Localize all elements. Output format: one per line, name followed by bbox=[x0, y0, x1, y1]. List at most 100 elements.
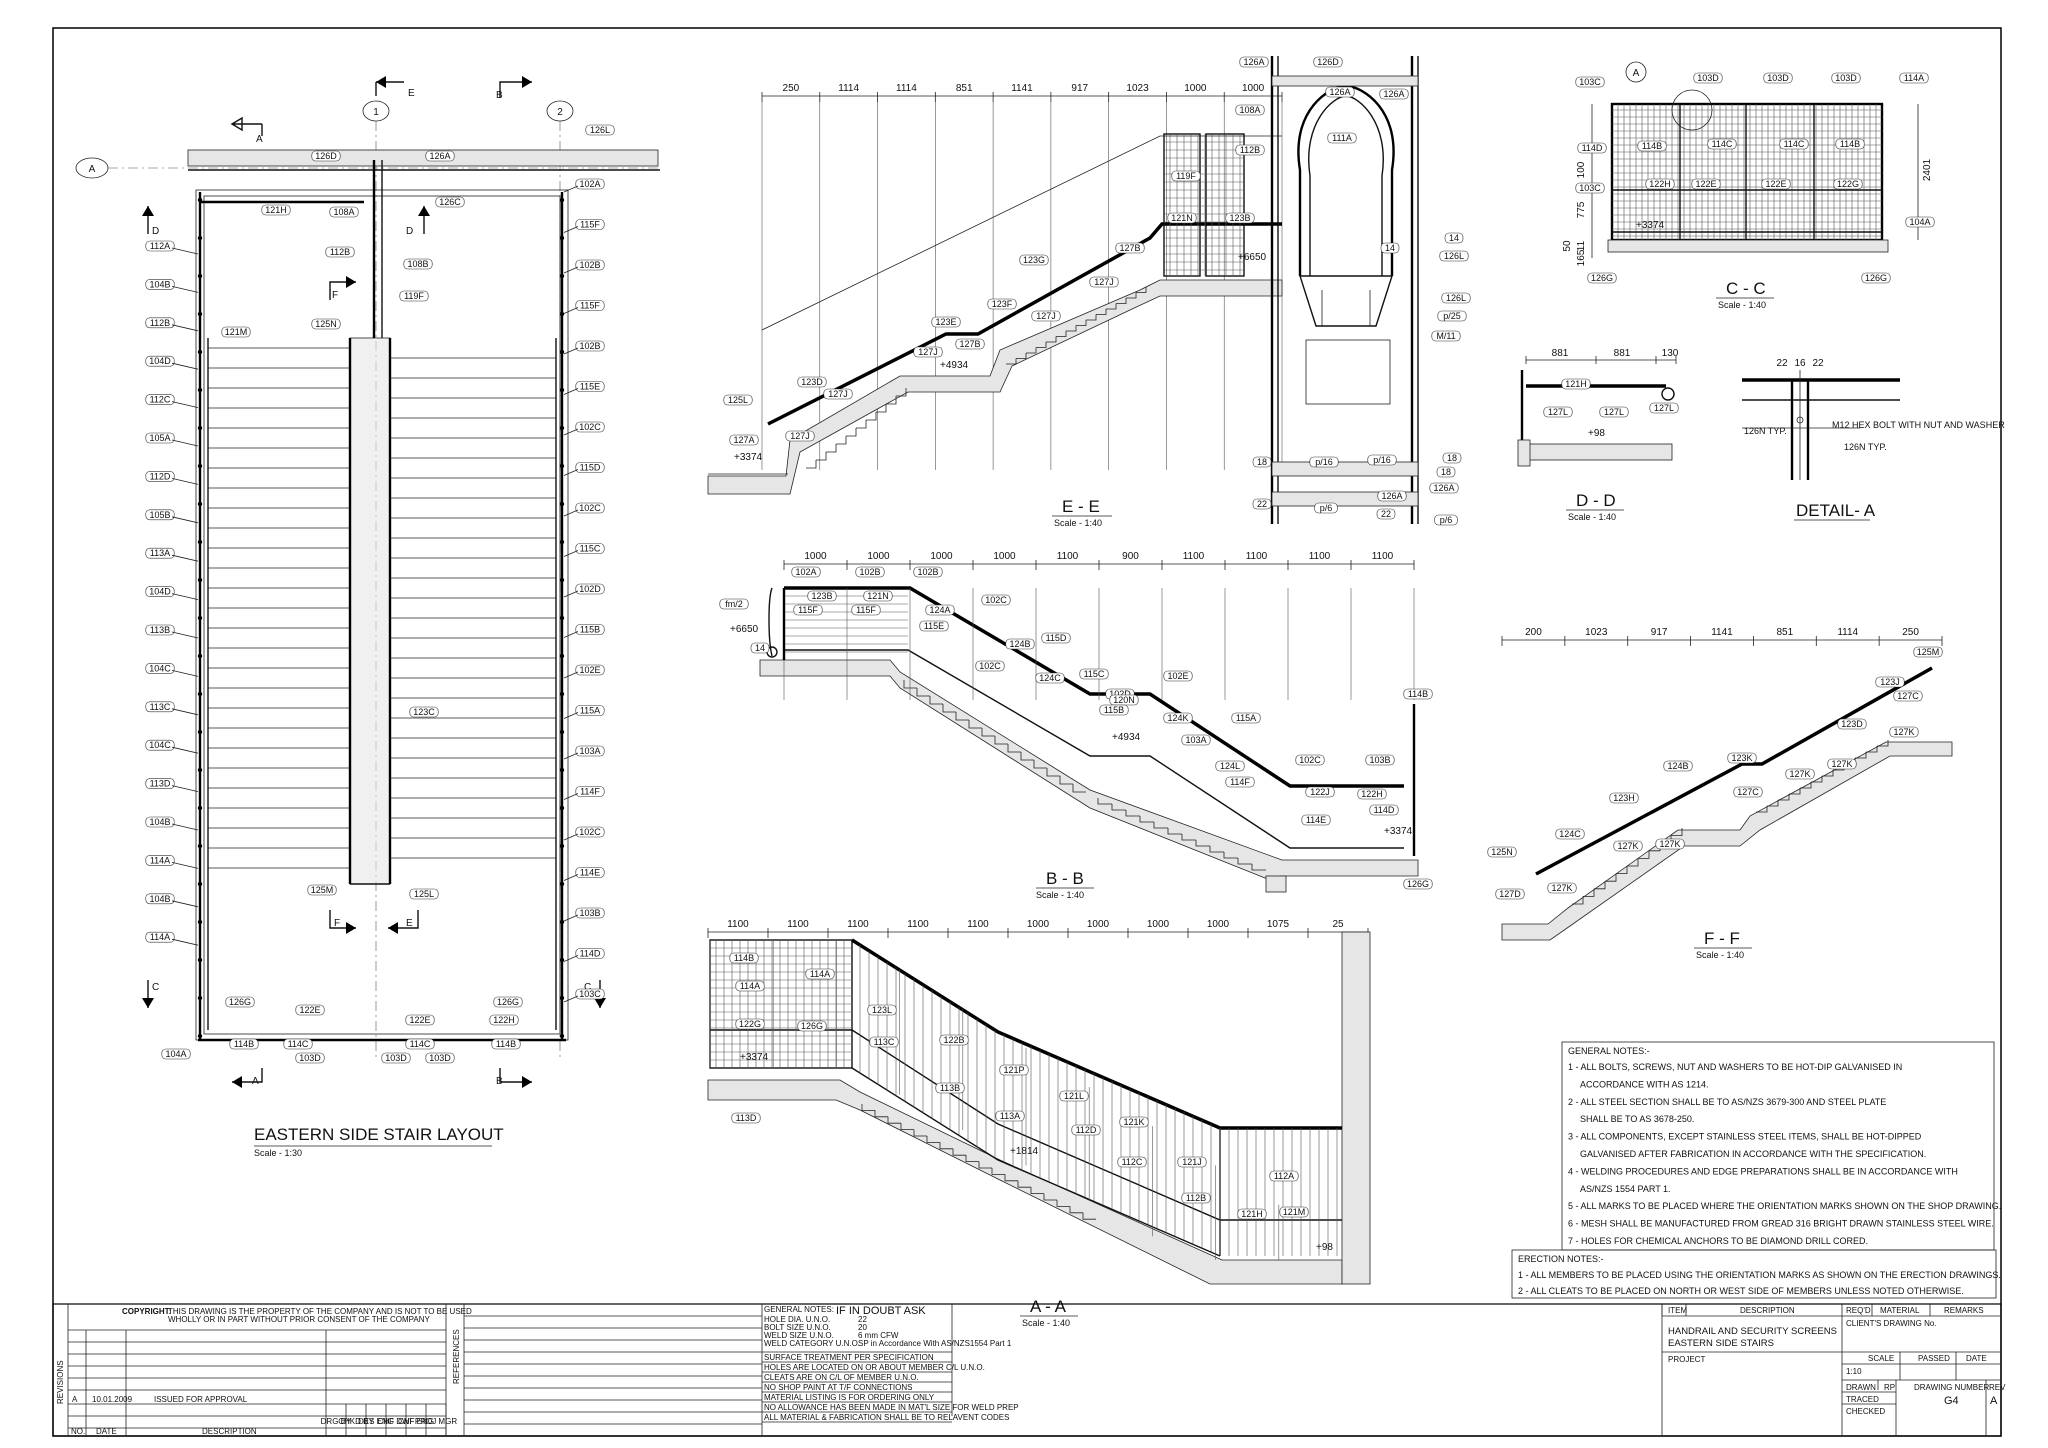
ff-mark: 125M bbox=[1913, 646, 1943, 658]
plan-right-mark: 103C bbox=[575, 988, 605, 1000]
ee-mark-text: 126A bbox=[1329, 87, 1350, 97]
ee-mark-text: 22 bbox=[1257, 499, 1267, 509]
plan-bottom-mark: 103D bbox=[295, 1052, 325, 1064]
plan-right-mark: 115C bbox=[575, 543, 605, 554]
bb-level-2: +3374 bbox=[1384, 826, 1413, 837]
plan-top-mark: 121M bbox=[221, 326, 251, 338]
cc-detail-bubble: A bbox=[1625, 61, 1647, 83]
ee-mark-text: 125L bbox=[728, 395, 748, 405]
plan-left-mark-text: 104C bbox=[149, 740, 171, 750]
bb-mark: 102B bbox=[913, 566, 943, 578]
plan-top-mark-text: 126D bbox=[315, 151, 337, 161]
spec-line: CLEATS ARE ON C/L OF MEMBER U.N.O. bbox=[764, 1373, 919, 1382]
erection-notes: ERECTION NOTES:- 1 - ALL MEMBERS TO BE P… bbox=[1511, 1249, 2001, 1299]
aa-mark: 121J bbox=[1177, 1156, 1207, 1168]
aa-mark-text: 113C bbox=[874, 1037, 895, 1047]
spec-line: MATERIAL LISTING IS FOR ORDERING ONLY bbox=[764, 1393, 935, 1402]
cc-dim-4: 165 bbox=[1576, 249, 1587, 266]
cc-mark: 114B bbox=[1835, 138, 1865, 150]
bb-mark: fm/2 bbox=[719, 598, 749, 610]
svg-text:E: E bbox=[406, 918, 413, 929]
ee-mark: 14 bbox=[1380, 242, 1400, 254]
hdr-material: MATERIAL bbox=[1880, 1306, 1920, 1315]
bb-mark-text: 102E bbox=[1167, 671, 1188, 681]
cc-mark: 122G bbox=[1833, 178, 1863, 190]
ee-mark-text: 22 bbox=[1381, 509, 1391, 519]
col-no: NO. bbox=[71, 1427, 85, 1436]
ee-mark: 127J bbox=[823, 388, 853, 400]
ee-mark: 127J bbox=[1031, 310, 1061, 322]
erection-note-2: 2 - ALL CLEATS TO BE PLACED ON NORTH OR … bbox=[1518, 1286, 1964, 1296]
ff-dim-4: 851 bbox=[1777, 627, 1794, 638]
sign-col-2: DES ENG bbox=[358, 1417, 394, 1426]
ff-mark-text: 127K bbox=[1893, 727, 1914, 737]
plan-top-mark-text: 108A bbox=[333, 207, 354, 217]
plan-left-mark-text: 113D bbox=[150, 779, 171, 789]
plan-bottom-mark-text: 122E bbox=[299, 1005, 320, 1015]
plan-left-mark: 105B bbox=[145, 509, 175, 521]
bb-mark-text: 115E bbox=[924, 621, 944, 631]
ee-mesh-panel bbox=[1163, 133, 1245, 277]
general-note-line: GALVANISED AFTER FABRICATION IN ACCORDAN… bbox=[1580, 1149, 1926, 1159]
svg-text:C: C bbox=[584, 982, 591, 993]
cc-mark: 104A bbox=[1905, 216, 1935, 228]
ee-mark-text: 126A bbox=[1381, 491, 1402, 501]
plan-bottom-mark-text: 125M bbox=[311, 885, 334, 895]
rev-label: REV bbox=[1989, 1383, 2006, 1392]
stair-layout-plan: A 1 2 bbox=[75, 76, 660, 1158]
section-arrow-e-bottom: E bbox=[388, 910, 419, 934]
plan-left-mark: 114A bbox=[145, 855, 175, 866]
ff-mark-text: 123D bbox=[1841, 719, 1863, 729]
spec-row-value: 22 bbox=[858, 1315, 867, 1324]
section-arrow-f-bottom: F bbox=[329, 910, 356, 934]
project-label: PROJECT bbox=[1668, 1355, 1705, 1364]
ee-mark: 126A bbox=[1325, 86, 1355, 98]
plan-right-mark-text: 115E bbox=[580, 382, 600, 392]
plan-right-marks: 102A115F102B115F102B115E102C115D102C115C… bbox=[563, 178, 605, 1003]
aa-level-2: +98 bbox=[1316, 1242, 1333, 1253]
bb-mark-text: 124L bbox=[1220, 761, 1240, 771]
bb-mark: 102E bbox=[1163, 670, 1193, 682]
general-note-line: 5 - ALL MARKS TO BE PLACED WHERE THE ORI… bbox=[1568, 1201, 2001, 1211]
plan-right-mark-text: 102C bbox=[579, 503, 601, 513]
aa-dim-4: 1100 bbox=[967, 919, 989, 930]
ee-dim-5: 917 bbox=[1071, 83, 1088, 94]
bb-mark: 115F bbox=[793, 604, 823, 616]
detail-title: DETAIL- A bbox=[1796, 501, 1876, 520]
bb-dim-8: 1100 bbox=[1309, 551, 1331, 562]
bb-mark: 102C bbox=[1295, 754, 1325, 766]
plan-left-mark-text: 112D bbox=[150, 471, 171, 481]
plan-bottom-mark: 126G bbox=[493, 996, 523, 1008]
svg-text:A: A bbox=[1633, 68, 1640, 79]
ee-mark: 121N bbox=[1167, 212, 1197, 224]
ff-dim-3: 1141 bbox=[1711, 627, 1733, 638]
ff-mark: 123J bbox=[1875, 676, 1905, 688]
plan-left-mark-text: 104D bbox=[149, 587, 171, 597]
doubt-label: IF IN DOUBT ASK bbox=[836, 1305, 926, 1317]
spec-line: SURFACE TREATMENT PER SPECIFICATION bbox=[764, 1353, 934, 1362]
ee-dim-0: 250 bbox=[783, 83, 800, 94]
ee-mark-text: 108A bbox=[1239, 105, 1260, 115]
ff-mark-text: 123H bbox=[1613, 793, 1635, 803]
col-desc: DESCRIPTION bbox=[202, 1427, 257, 1436]
rev-row-date: 10.01.2009 bbox=[92, 1395, 133, 1404]
cc-mark-text: 103C bbox=[1579, 77, 1601, 87]
svg-text:D: D bbox=[406, 226, 413, 237]
plan-left-mark-text: 104B bbox=[149, 894, 170, 904]
aa-mark: 123L bbox=[867, 1004, 897, 1016]
general-note-line: 1 - ALL BOLTS, SCREWS, NUT AND WASHERS T… bbox=[1568, 1062, 1902, 1072]
bb-mark: 115B bbox=[1099, 704, 1129, 716]
bb-mark-text: 126G bbox=[1407, 879, 1429, 889]
cc-mark: 122H bbox=[1645, 178, 1675, 190]
bb-mark-text: 14 bbox=[755, 643, 765, 653]
aa-dim-7: 1000 bbox=[1147, 919, 1170, 930]
plan-right-mark-text: 102A bbox=[579, 179, 600, 189]
plan-right-mark: 114F bbox=[575, 786, 605, 797]
cc-mark-text: 126G bbox=[1591, 273, 1613, 283]
plan-right-mark-text: 115C bbox=[580, 544, 601, 554]
plan-left-mark-text: 104C bbox=[149, 663, 171, 673]
plan-bottom-mark-text: 103D bbox=[299, 1053, 321, 1063]
